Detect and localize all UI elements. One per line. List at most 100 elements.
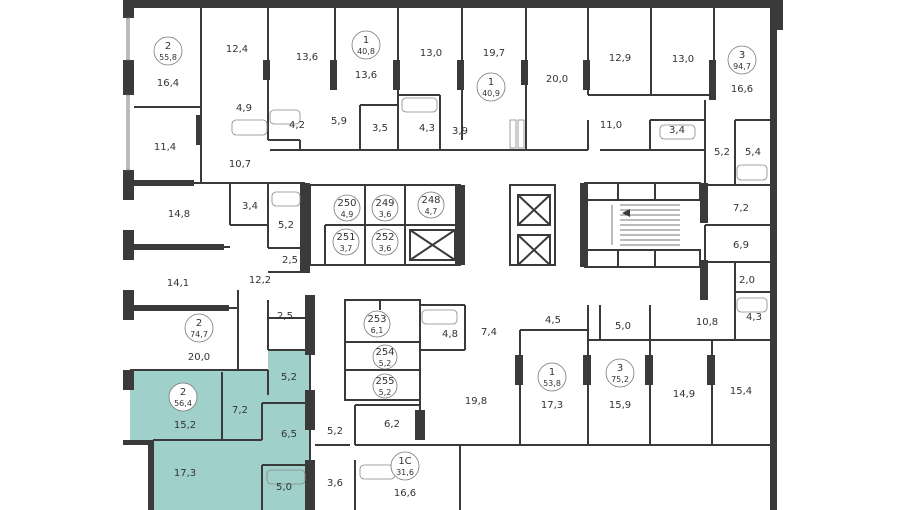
room-area: 20,0 [546,74,568,85]
room-area: 12,2 [249,275,271,286]
apartment-badge-s1[interactable]: 1 53,8 [537,362,567,392]
rooms-label: 2 [196,318,202,329]
storage-area: 6,1 [371,326,384,335]
room-area: 5,4 [745,147,761,158]
storage-250[interactable]: 250 4,9 [333,194,361,222]
room-area: 15,2 [174,420,196,431]
storage-area: 4,9 [341,210,354,219]
rooms-label: 2 [165,41,171,52]
apartment-badge-1c[interactable]: 1С 31,6 [390,451,420,481]
room-area: 15,4 [730,386,752,397]
room-area: 4,5 [545,315,561,326]
room-area: 5,2 [714,147,730,158]
room-area: 2,5 [282,255,298,266]
room-area: 7,2 [232,405,248,416]
room-area: 10,7 [229,159,251,170]
rooms-label: 2 [180,387,186,398]
room-area: 10,8 [696,317,718,328]
room-area: 3,5 [372,123,388,134]
storage-number: 251 [336,232,355,243]
room-area: 20,0 [188,352,210,363]
apartment-badge-ne[interactable]: 3 94,7 [727,45,757,75]
room-area: 16,6 [731,84,753,95]
storage-area: 5,2 [379,359,392,368]
storage-area: 3,6 [379,210,392,219]
room-area: 19,8 [465,396,487,407]
storage-249[interactable]: 249 3,6 [371,194,399,222]
room-area: 12,9 [609,53,631,64]
fixtures [231,97,768,485]
storage-area: 4,7 [425,207,438,216]
storage-251[interactable]: 251 3,7 [332,228,360,256]
apartment-badge-s3[interactable]: 3 75,2 [605,358,635,388]
room-area: 6,2 [384,419,400,430]
room-area: 13,0 [672,54,694,65]
apartment-badge-n1[interactable]: 1 40,8 [351,30,381,60]
structural-walls [134,60,716,510]
area-label: 94,7 [733,62,751,71]
room-area: 17,3 [541,400,563,411]
room-area: 14,9 [673,389,695,400]
area-label: 53,8 [543,379,561,388]
storage-248[interactable]: 248 4,7 [417,191,445,219]
room-area: 4,9 [236,103,252,114]
rooms-label: 1 [549,367,555,378]
room-area: 11,4 [154,142,176,153]
room-area: 13,0 [420,48,442,59]
rooms-label: 1С [398,456,411,467]
room-area: 16,6 [394,488,416,499]
rooms-label: 1 [488,77,494,88]
storage-number: 255 [375,376,394,387]
storage-254[interactable]: 254 5,2 [372,344,398,370]
room-area: 4,2 [289,120,305,131]
apartment-badge-w[interactable]: 2 74,7 [184,313,214,343]
room-area: 13,6 [355,70,377,81]
room-area: 3,4 [669,125,685,136]
room-area: 19,7 [483,48,505,59]
storage-number: 250 [337,198,356,209]
room-area: 11,0 [600,120,622,131]
storage-number: 252 [375,232,394,243]
area-label: 55,8 [159,53,177,62]
area-label: 56,4 [174,399,192,408]
room-area: 7,2 [733,203,749,214]
storage-number: 249 [375,198,394,209]
storage-area: 3,6 [379,244,392,253]
storage-number: 248 [421,195,440,206]
room-labels: 16,4 12,4 13,6 13,6 13,0 19,7 20,0 12,9 … [154,44,762,499]
room-area: 2,0 [739,275,755,286]
room-area: 3,9 [452,126,468,137]
room-area: 17,3 [174,468,196,479]
room-area: 13,6 [296,52,318,63]
outer-walls [123,0,783,510]
room-area: 4,3 [419,123,435,134]
area-label: 74,7 [190,330,208,339]
rooms-label: 1 [363,35,369,46]
room-area: 5,2 [281,372,297,383]
area-label: 40,9 [482,89,500,98]
room-area: 12,4 [226,44,248,55]
apartment-badge-n2[interactable]: 1 40,9 [476,72,506,102]
storage-253[interactable]: 253 6,1 [363,310,391,338]
storage-255[interactable]: 255 5,2 [372,373,398,399]
room-area: 3,4 [242,201,258,212]
rooms-label: 3 [617,363,623,374]
area-label: 31,6 [396,468,414,477]
room-area: 4,8 [442,329,458,340]
apartment-badge-nw[interactable]: 2 55,8 [153,36,183,66]
room-area: 6,9 [733,240,749,251]
storage-number: 254 [375,347,394,358]
room-area: 4,3 [746,312,762,323]
room-area: 5,0 [615,321,631,332]
room-area: 2,5 [277,311,293,322]
storage-area: 3,7 [340,244,353,253]
rooms-label: 3 [739,50,745,61]
storage-area: 5,2 [379,388,392,397]
room-area: 16,4 [157,78,179,89]
room-area: 5,2 [327,426,343,437]
storage-252[interactable]: 252 3,6 [371,228,399,256]
apartment-badge-selected[interactable]: 2 56,4 [168,382,198,412]
room-area: 3,6 [327,478,343,489]
area-label: 40,8 [357,47,375,56]
